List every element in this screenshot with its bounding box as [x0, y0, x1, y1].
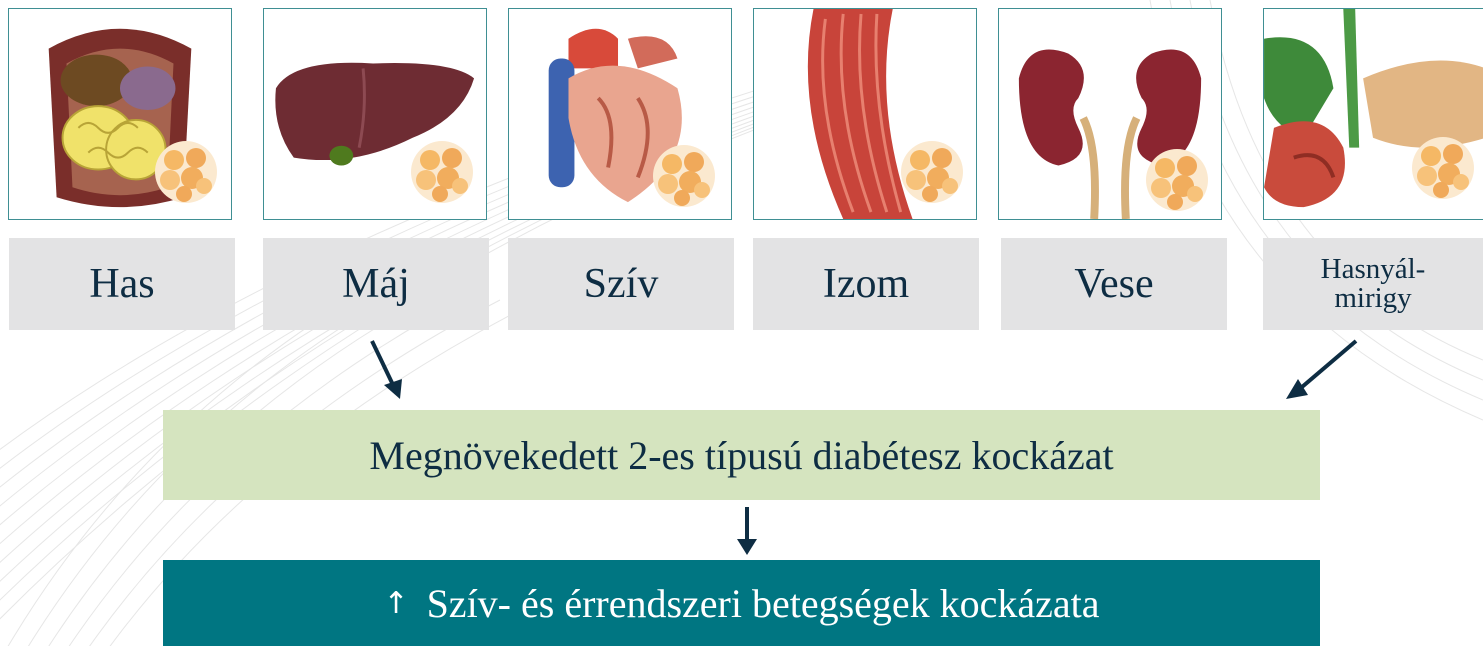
arrow-down-right-icon	[370, 340, 402, 399]
organ-card-maj	[263, 8, 487, 220]
organ-card-sziv	[508, 8, 732, 220]
organ-card-izom	[753, 8, 977, 220]
heart-icon	[548, 28, 682, 203]
label-maj: Máj	[263, 238, 489, 330]
organ-card-has	[8, 8, 232, 220]
arrow-down-left-icon	[1286, 339, 1358, 399]
label-izom: Izom	[753, 238, 979, 330]
organ-card-hasnyalmirigy	[1263, 8, 1483, 220]
abdomen-organs-icon	[48, 28, 192, 208]
kidneys-icon	[1018, 49, 1202, 219]
pancreas-icon	[1264, 9, 1483, 208]
organ-card-vese	[998, 8, 1222, 220]
label-sziv: Szív	[508, 238, 734, 330]
label-vese: Vese	[1001, 238, 1227, 330]
diabetes-risk-box: Megnövekedett 2-es típusú diabétesz kock…	[163, 410, 1320, 500]
up-arrow-icon: ↑	[383, 585, 409, 621]
cardiovascular-risk-text: Szív- és érrendszeri betegségek kockázat…	[426, 580, 1100, 626]
cardiovascular-risk-box: ↑ Szív- és érrendszeri betegségek kockáz…	[163, 560, 1320, 646]
label-hasnyalmirigy-line2: mirigy	[1334, 282, 1412, 314]
diabetes-risk-text: Megnövekedett 2-es típusú diabétesz kock…	[369, 432, 1114, 478]
arrow-down-icon	[737, 507, 757, 555]
label-hasnyalmirigy: Hasnyál- mirigy	[1263, 238, 1483, 330]
label-has: Has	[9, 238, 235, 330]
muscle-icon	[807, 9, 913, 219]
liver-icon	[275, 62, 475, 166]
label-hasnyalmirigy-line1: Hasnyál-	[1320, 253, 1426, 285]
